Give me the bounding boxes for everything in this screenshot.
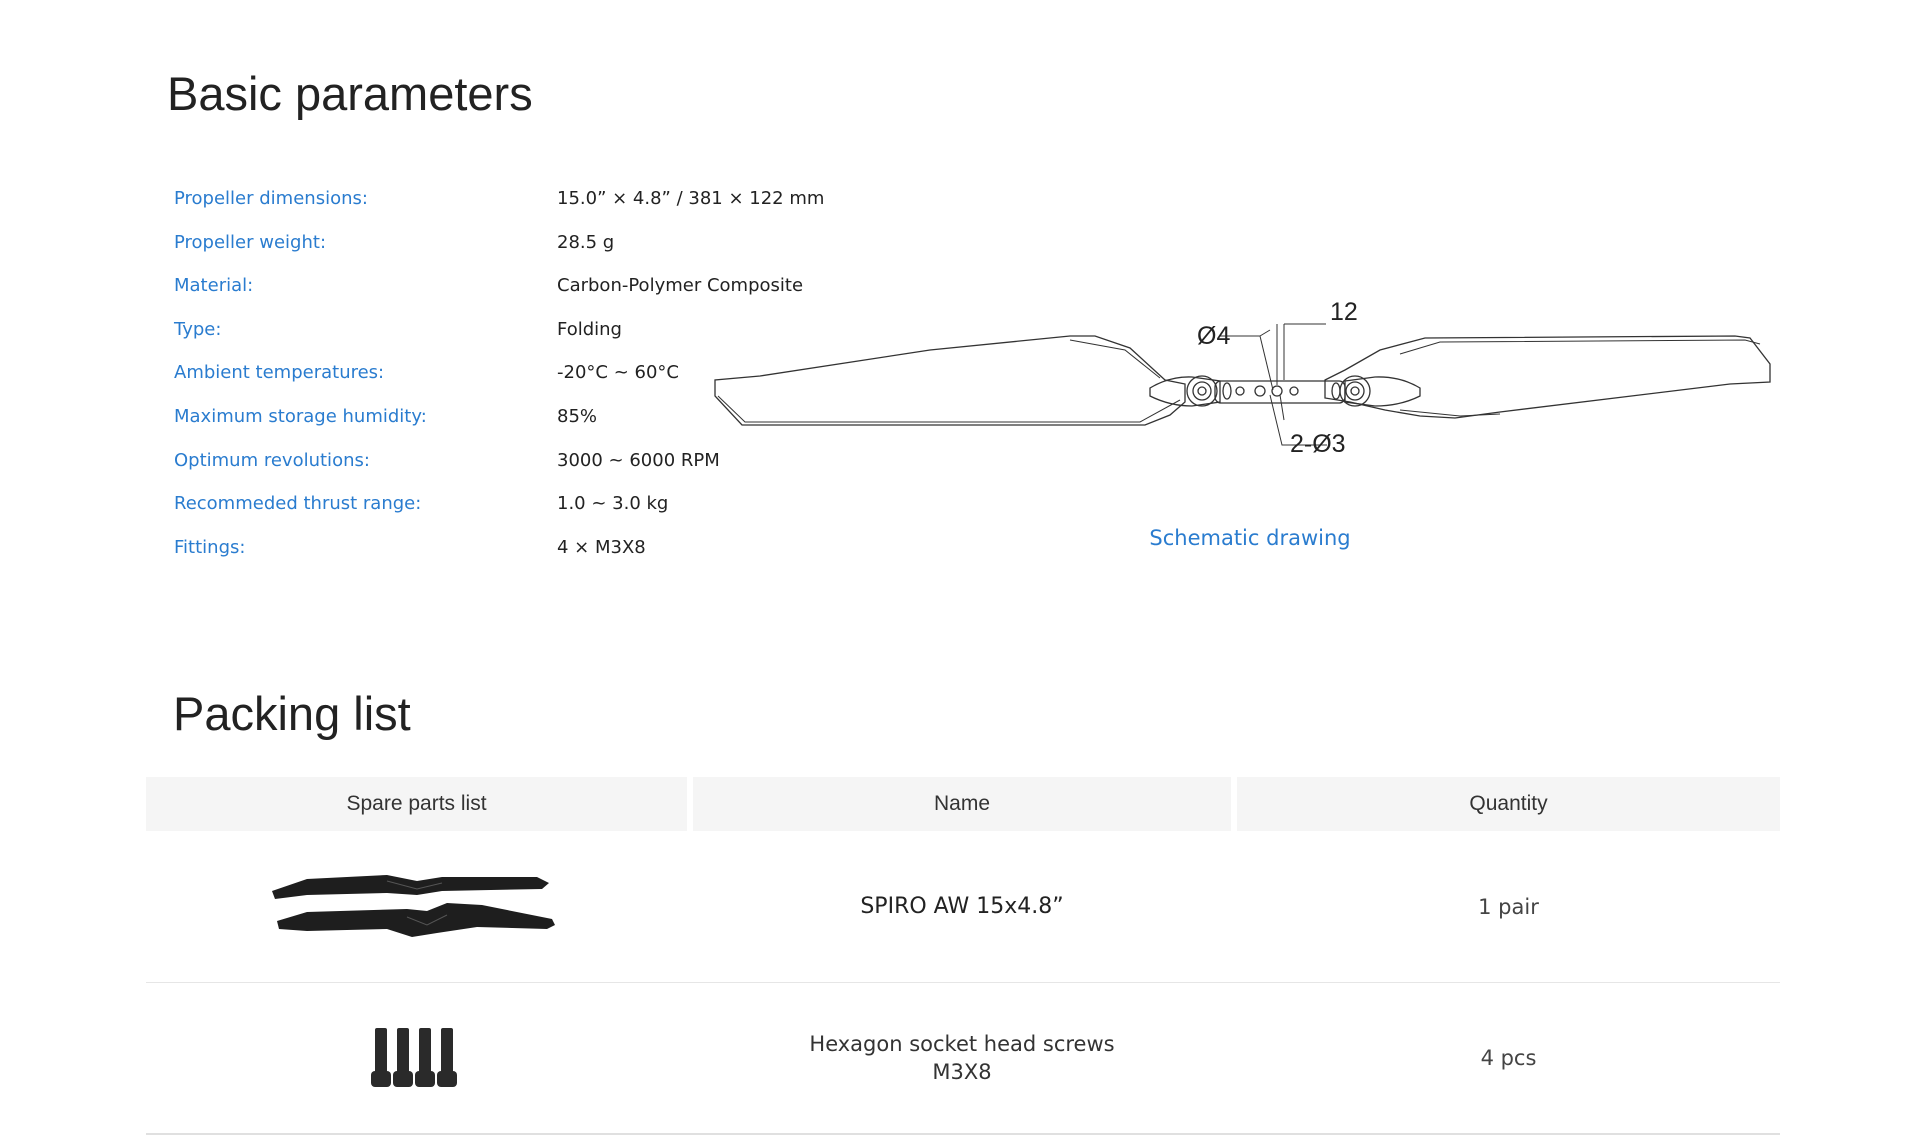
param-value: Folding xyxy=(557,318,622,340)
dim-small-holes-label: 2-Ø3 xyxy=(1290,430,1346,458)
param-value: 1.0 ~ 3.0 kg xyxy=(557,493,669,515)
param-value: 3000 ~ 6000 RPM xyxy=(557,449,720,471)
param-value: Carbon-Polymer Composite xyxy=(557,275,804,297)
param-row-temperature: Ambient temperatures: -20°C ~ 60°C xyxy=(174,352,874,396)
part-quantity: 1 pair xyxy=(1237,895,1780,919)
header-quantity: Quantity xyxy=(1237,777,1780,831)
param-label: Propeller dimensions: xyxy=(174,188,368,209)
param-row-material: Material: Carbon-Polymer Composite xyxy=(174,265,874,309)
param-row-dimensions: Propeller dimensions: 15.0” × 4.8” / 381… xyxy=(174,178,874,222)
header-spare-parts: Spare parts list xyxy=(146,777,687,831)
param-label: Type: xyxy=(174,318,222,340)
part-name: SPIRO AW 15x4.8” xyxy=(693,894,1231,919)
part-quantity: 4 pcs xyxy=(1237,1046,1780,1070)
part-name-line: SPIRO AW 15x4.8” xyxy=(860,894,1064,919)
parameters-list: Propeller dimensions: 15.0” × 4.8” / 381… xyxy=(174,178,874,570)
dim-width-label: 12 xyxy=(1330,298,1358,326)
packing-table-header: Spare parts list Name Quantity xyxy=(146,777,1780,831)
param-value: 28.5 g xyxy=(557,231,615,253)
screws-icon xyxy=(370,1028,457,1087)
param-label: Optimum revolutions: xyxy=(174,449,370,471)
spare-part-image xyxy=(146,867,687,947)
param-label: Recommeded thrust range: xyxy=(174,493,422,515)
schematic-caption: Schematic drawing xyxy=(1149,526,1351,550)
packing-list-title: Packing list xyxy=(173,687,411,740)
param-row-fittings: Fittings: 4 × M3X8 xyxy=(174,527,874,571)
param-label: Maximum storage humidity: xyxy=(174,405,427,427)
param-label: Material: xyxy=(174,275,254,297)
quantity-value: 4 pcs xyxy=(1480,1046,1537,1070)
param-label: Fittings: xyxy=(174,536,246,558)
table-row: SPIRO AW 15x4.8” 1 pair xyxy=(146,831,1780,983)
param-value: 4 × M3X8 xyxy=(557,536,646,558)
part-name-line: Hexagon socket head screws xyxy=(809,1032,1115,1056)
param-label: Ambient temperatures: xyxy=(174,362,385,384)
part-name-line: M3X8 xyxy=(932,1060,992,1084)
propeller-pair-icon xyxy=(271,874,555,937)
packing-table: Spare parts list Name Quantity SPIRO AW … xyxy=(146,777,1780,1135)
propeller-schematic-drawing: 12 Ø4 2-Ø3 xyxy=(714,298,1771,458)
table-row: Hexagon socket head screws M3X8 4 pcs xyxy=(146,983,1780,1135)
part-name: Hexagon socket head screws M3X8 xyxy=(693,1030,1231,1086)
param-row-weight: Propeller weight: 28.5 g xyxy=(174,222,874,266)
dim-hole-label: Ø4 xyxy=(1197,322,1230,350)
spare-part-image xyxy=(146,1023,687,1093)
param-row-type: Type: Folding xyxy=(174,309,874,353)
param-row-revolutions: Optimum revolutions: 3000 ~ 6000 RPM xyxy=(174,440,874,484)
quantity-value: 1 pair xyxy=(1478,894,1539,919)
param-value: 15.0” × 4.8” / 381 × 122 mm xyxy=(557,188,825,209)
header-name: Name xyxy=(693,777,1231,831)
param-value: -20°C ~ 60°C xyxy=(557,362,679,384)
basic-parameters-title: Basic parameters xyxy=(167,67,533,120)
param-row-humidity: Maximum storage humidity: 85% xyxy=(174,396,874,440)
param-value: 85% xyxy=(557,405,598,427)
param-row-thrust: Recommeded thrust range: 1.0 ~ 3.0 kg xyxy=(174,483,874,527)
param-label: Propeller weight: xyxy=(174,231,327,253)
